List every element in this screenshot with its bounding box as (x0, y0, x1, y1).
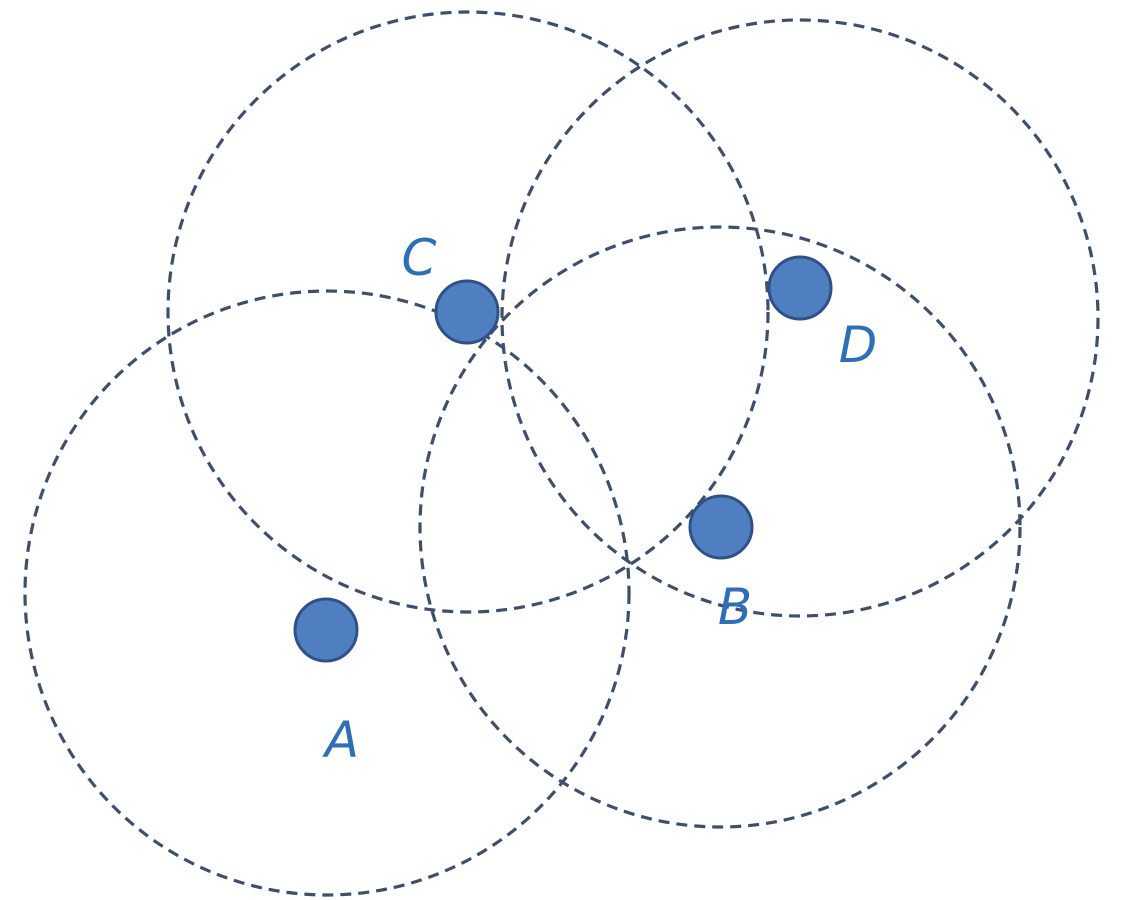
node-c-label: C (402, 229, 437, 287)
node-a: A (293, 597, 359, 769)
node-c-dot (434, 279, 500, 345)
node-b-dot (688, 494, 754, 560)
range-circle-b (418, 225, 1022, 829)
range-circle-d (500, 18, 1100, 618)
node-d-dot (767, 255, 833, 321)
node-d-label: D (839, 316, 878, 374)
range-circle-c (166, 10, 770, 614)
node-b-label: B (718, 578, 752, 636)
node-a-label: A (322, 711, 359, 769)
node-d: D (767, 255, 878, 374)
node-c: C (402, 229, 500, 345)
node-a-dot (293, 597, 359, 663)
node-b: B (688, 494, 754, 636)
range-circle-a (23, 289, 631, 897)
